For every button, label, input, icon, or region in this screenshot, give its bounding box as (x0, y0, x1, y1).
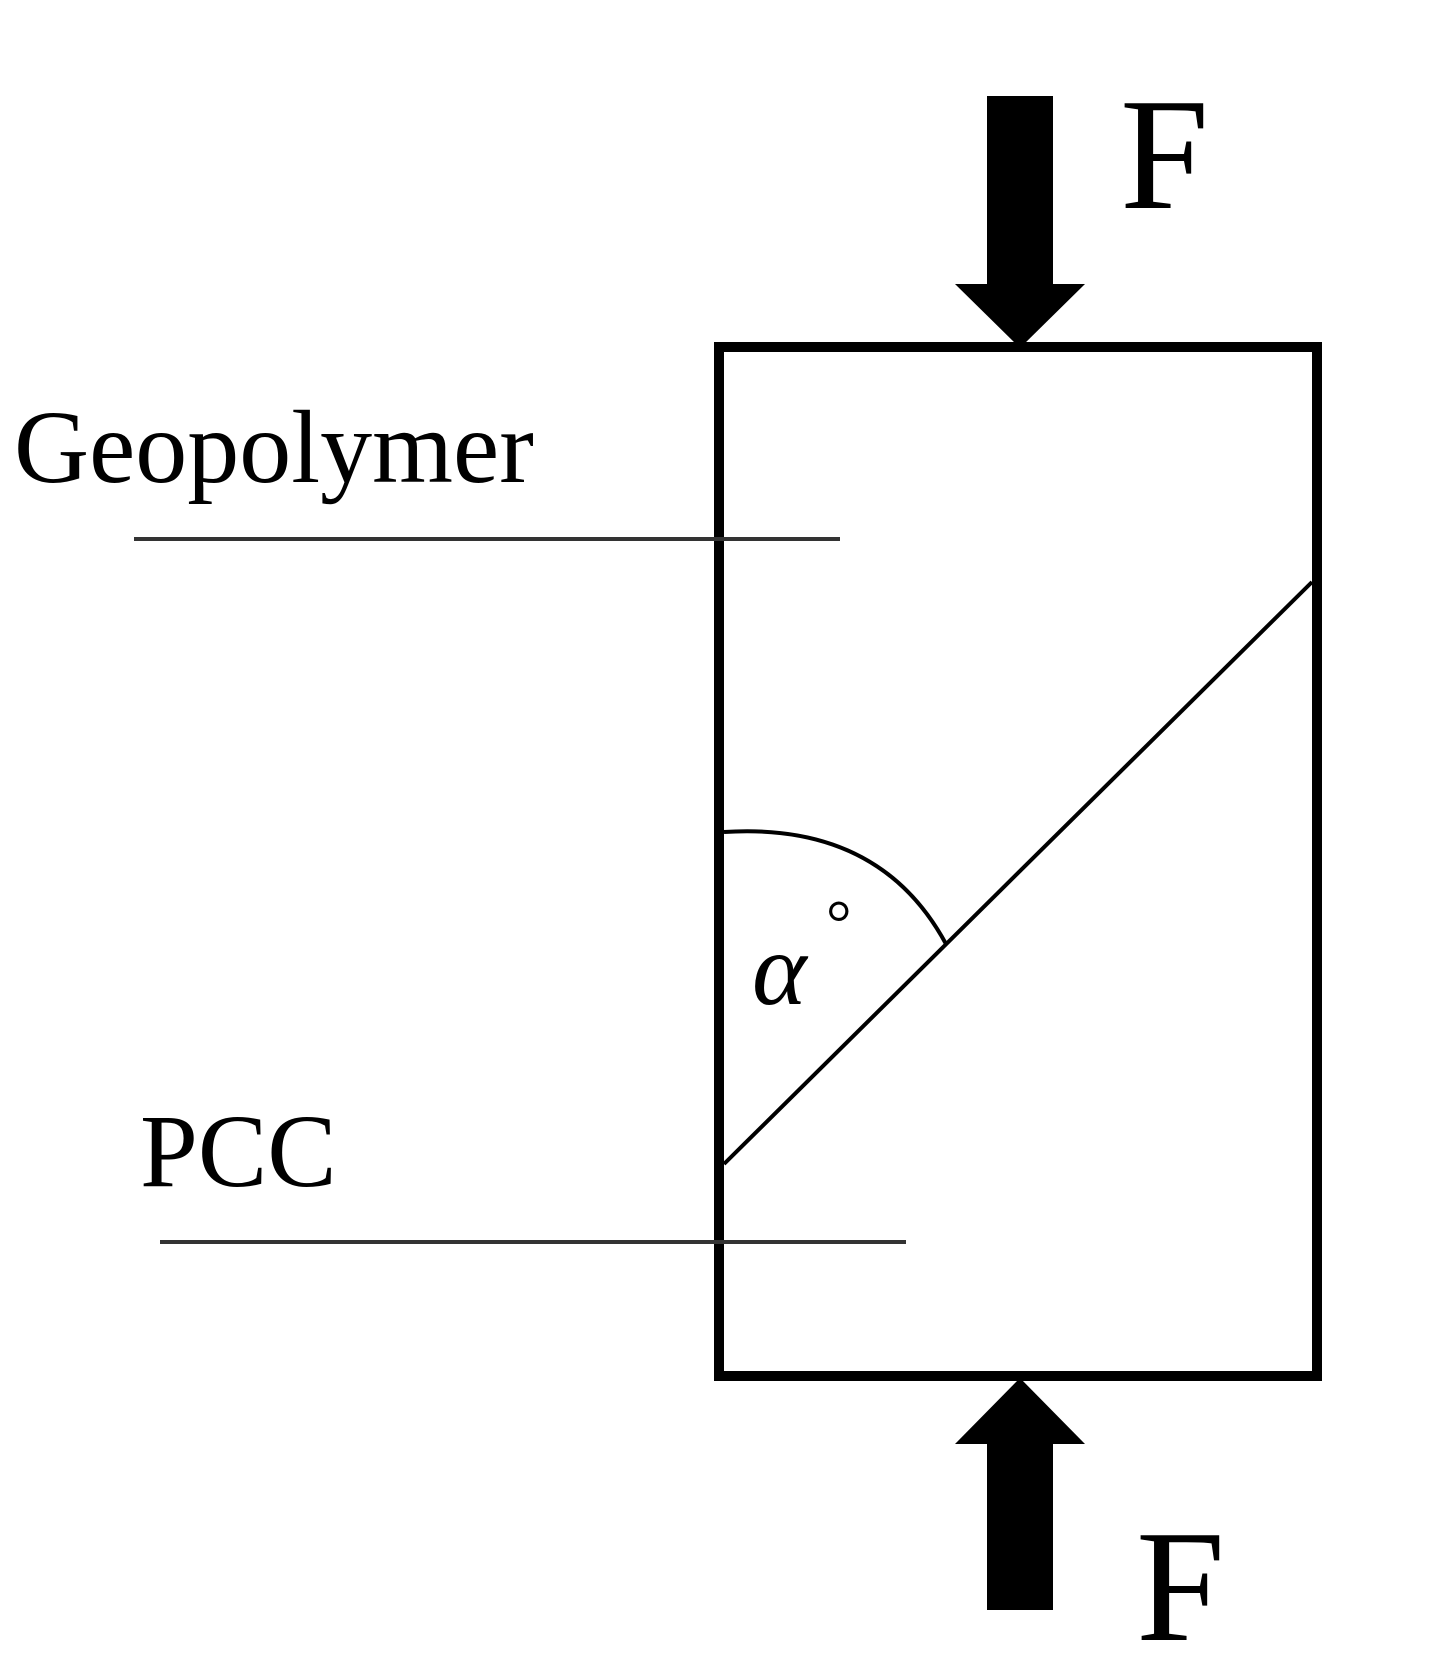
top-arrow-shaft (987, 96, 1053, 286)
top-force-arrow (955, 96, 1085, 348)
angle-arc (723, 829, 948, 945)
geopolymer-label: Geopolymer (14, 390, 534, 505)
angle-degree-mark: ° (826, 887, 852, 958)
bottom-arrow-shaft (987, 1442, 1053, 1610)
specimen-outline (714, 342, 1322, 1381)
slant-interface-line (722, 580, 1314, 1166)
bottom-force-arrow (955, 1378, 1085, 1610)
angle-label: α (752, 912, 809, 1027)
bottom-arrow-head (955, 1378, 1085, 1444)
top-arrow-head (955, 284, 1085, 348)
bottom-force-label: F (1136, 1497, 1225, 1656)
pcc-label: PCC (140, 1094, 337, 1209)
top-force-label: F (1120, 65, 1209, 243)
